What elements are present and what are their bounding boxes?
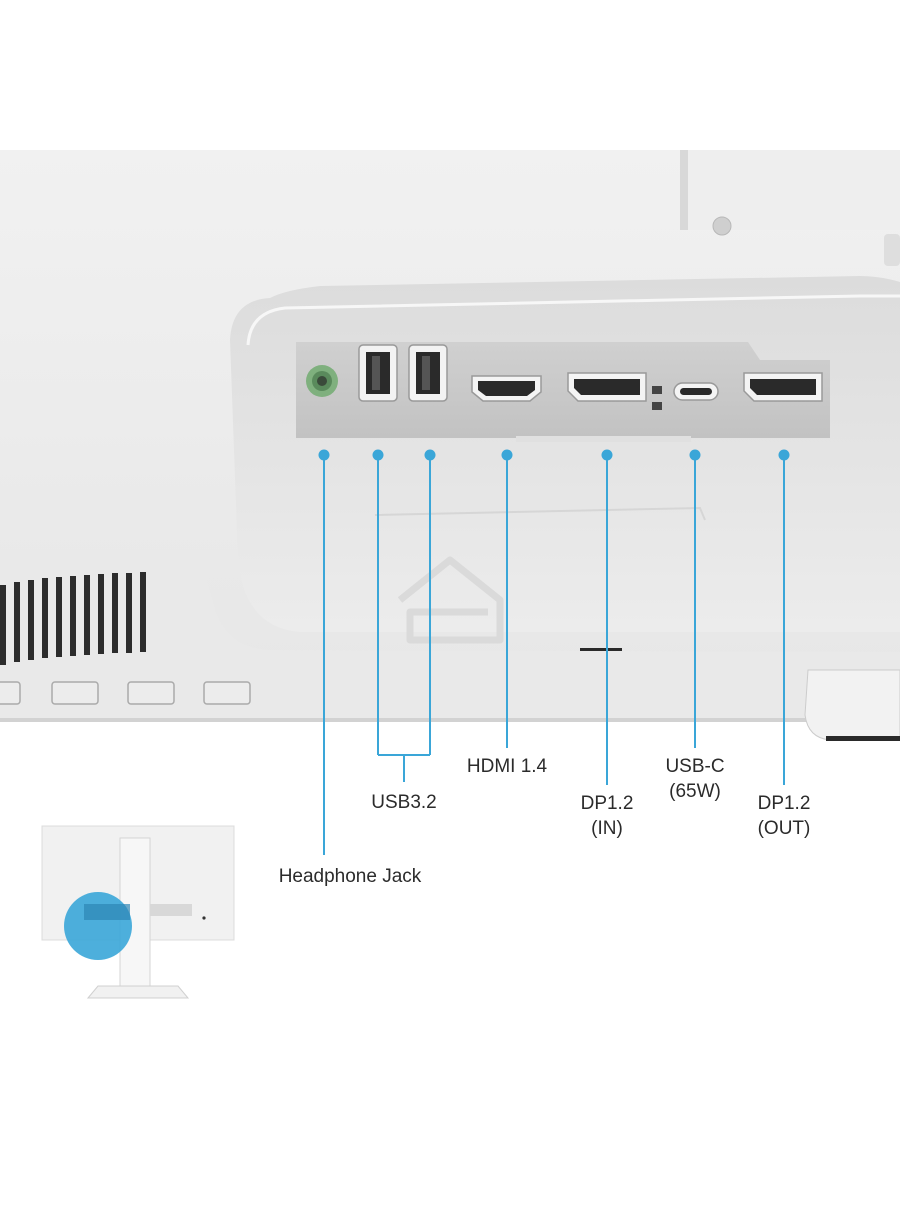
usb32-port-2 — [408, 344, 448, 402]
dp-in-port — [567, 372, 647, 402]
callout-lines — [318, 449, 790, 855]
label-usb-c: USB-C (65W) — [665, 756, 725, 802]
label-headphone-jack: Headphone Jack — [278, 866, 422, 887]
io-location-highlight — [64, 892, 132, 960]
speaker-vent — [0, 572, 146, 665]
usb32-port-1 — [358, 344, 398, 402]
label-dp-in: DP1.2 (IN) — [580, 793, 634, 839]
usb-c-port — [652, 382, 719, 410]
label-dp-out: DP1.2 (OUT) — [757, 793, 811, 839]
hdmi-port — [471, 375, 542, 402]
stand-base — [804, 669, 900, 741]
label-hdmi: HDMI 1.4 — [466, 756, 548, 777]
io-bay — [230, 276, 900, 651]
label-usb32: USB3.2 — [371, 792, 437, 813]
dp-out-port — [743, 372, 823, 402]
headphone-jack-port — [306, 365, 338, 397]
control-buttons — [0, 681, 251, 705]
inset-monitor-thumbnail — [41, 825, 235, 999]
